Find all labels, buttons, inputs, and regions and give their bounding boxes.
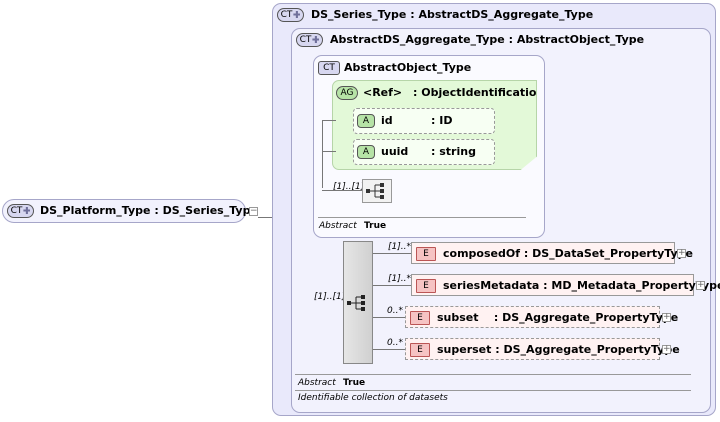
connector-root [258, 217, 272, 218]
root-type-title: DS_Platform_Type : DS_Series_Type [40, 204, 258, 217]
element-cardinality: [1]..* [388, 242, 411, 252]
connector-element [373, 285, 413, 286]
complex-type-icon: CT [318, 61, 340, 75]
attribute-group-name: : ObjectIdentification [413, 86, 545, 99]
attribute-name: id [381, 114, 393, 127]
divider [295, 374, 691, 375]
abstract-object-type-box: CT AbstractObject_Type AG <Ref> : Object… [313, 55, 545, 238]
documentation-text: Identifiable collection of datasets [298, 393, 448, 403]
outer-abstract-value: True [343, 378, 366, 388]
element-superset[interactable]: E superset : DS_Aggregate_PropertyType [405, 338, 680, 360]
abstract-ds-aggregate-type-box: CT AbstractDS_Aggregate_Type : AbstractO… [291, 28, 720, 413]
element-cardinality: 0..* [387, 338, 403, 348]
element-icon: E [410, 311, 430, 325]
element-label: subset : DS_Aggregate_PropertyType [437, 311, 679, 324]
inner-abstract-label: Abstract [319, 221, 357, 231]
attribute-group-icon: AG [336, 86, 358, 100]
element-label: seriesMetadata : MD_Metadata_PropertyTyp… [443, 279, 720, 292]
root-type-node[interactable]: CT DS_Platform_Type : DS_Series_Type [2, 199, 258, 223]
attribute-icon: A [357, 145, 375, 159]
divider [295, 390, 691, 391]
attribute-type: : ID [431, 114, 453, 127]
complex-type-icon: CT [296, 33, 323, 47]
sequence-icon [347, 295, 365, 311]
attribute-group-box: AG <Ref> : ObjectIdentification A id : I… [332, 80, 537, 170]
complex-type-icon: CT [7, 204, 34, 218]
attribute-uuid[interactable]: A uuid : string [353, 139, 495, 165]
element-subset[interactable]: E subset : DS_Aggregate_PropertyType [405, 306, 678, 328]
element-cardinality: [1]..* [388, 274, 411, 284]
element-label: composedOf : DS_DataSet_PropertyType [443, 247, 693, 260]
divider [318, 217, 526, 218]
connector-element [373, 253, 413, 254]
middle-type-title: AbstractDS_Aggregate_Type : AbstractObje… [330, 33, 645, 46]
expand-plus-icon[interactable]: + [662, 344, 671, 354]
inner-abstract-value: True [364, 221, 387, 231]
ds-series-type-box: CT DS_Series_Type : AbstractDS_Aggregate… [272, 3, 720, 416]
element-composed-of[interactable]: E composedOf : DS_DataSet_PropertyType [411, 242, 693, 264]
complex-type-icon: CT [277, 8, 304, 22]
root-expander-icon[interactable]: − [249, 206, 258, 216]
element-icon: E [410, 343, 430, 357]
inner-sequence-compositor[interactable] [362, 179, 392, 203]
sequence-cardinality: [1]..[1] [314, 292, 346, 302]
element-series-metadata[interactable]: E seriesMetadata : MD_Metadata_PropertyT… [411, 274, 720, 296]
connector-element [373, 349, 407, 350]
connector-inner-vertical [322, 120, 323, 188]
inner-type-title: AbstractObject_Type [344, 61, 472, 74]
element-cardinality: 0..* [387, 306, 403, 316]
attribute-type: : string [431, 145, 476, 158]
element-label: superset : DS_Aggregate_PropertyType [437, 343, 680, 356]
expand-plus-icon[interactable]: + [696, 280, 705, 290]
attribute-group-ref: <Ref> [363, 86, 403, 99]
expand-plus-icon[interactable]: + [662, 312, 671, 322]
element-icon: E [416, 279, 436, 293]
attribute-id[interactable]: A id : ID [353, 108, 495, 134]
sequence-icon [366, 183, 384, 199]
outer-type-title: DS_Series_Type : AbstractDS_Aggregate_Ty… [311, 8, 594, 21]
expand-plus-icon[interactable]: + [677, 248, 686, 258]
sequence-compositor[interactable] [343, 241, 373, 364]
connector-inner-attr [322, 151, 336, 152]
attribute-icon: A [357, 114, 375, 128]
outer-abstract-label: Abstract [298, 378, 336, 388]
inner-sequence-cardinality: [1]..[1] [333, 182, 365, 192]
connector-inner-seq [322, 190, 362, 191]
element-icon: E [416, 247, 436, 261]
attribute-name: uuid [381, 145, 409, 158]
connector-inner-attr [322, 120, 336, 121]
connector-element [373, 317, 407, 318]
